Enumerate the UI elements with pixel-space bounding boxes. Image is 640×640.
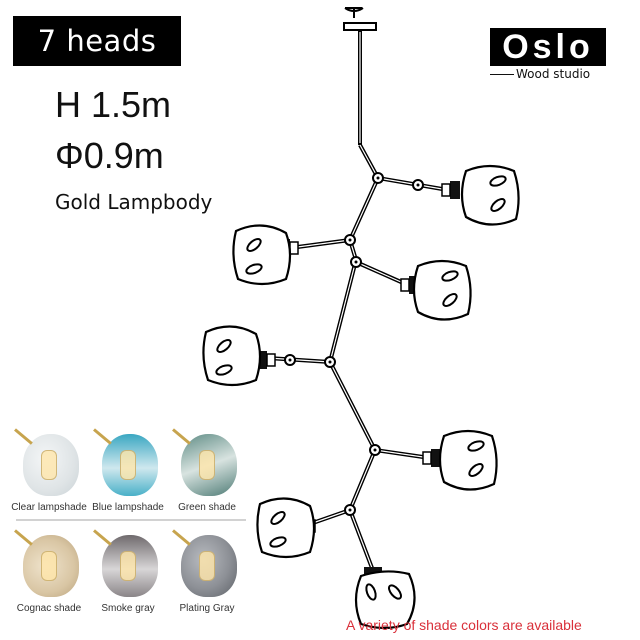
- globe-1: [441, 164, 520, 226]
- brass-rod: [14, 529, 33, 546]
- globe-6: [256, 497, 316, 559]
- shade-label: Green shade: [178, 502, 236, 513]
- shade-option-cognac: Cognac shade: [10, 529, 88, 614]
- bulb-icon: [120, 551, 136, 581]
- shade-image: [93, 428, 160, 498]
- height-spec: H 1.5m: [55, 84, 172, 125]
- bulb-icon: [199, 551, 215, 581]
- tagline-text: Wood studio: [516, 67, 591, 81]
- lampbody-finish-label: Gold Lampbody: [55, 190, 213, 214]
- shade-label: Cognac shade: [16, 603, 82, 614]
- shade-label: Smoke gray: [101, 603, 155, 614]
- globe-3: [400, 259, 472, 321]
- brass-rod: [93, 529, 112, 546]
- brand-tagline: Wood studio: [490, 67, 590, 81]
- shade-label: Blue lampshade: [92, 502, 164, 513]
- brass-rod: [172, 529, 191, 546]
- shade-option-smoke-gray: Smoke gray: [89, 529, 167, 614]
- shade-label: Clear lampshade: [11, 502, 87, 513]
- shade-image: [14, 529, 81, 599]
- shade-label: Plating Gray: [179, 603, 235, 614]
- shade-row-2: Cognac shade Smoke gray Plating Gray: [10, 529, 246, 614]
- brass-rod: [172, 428, 191, 445]
- brass-rod: [14, 428, 33, 445]
- shade-availability-note: A variety of shade colors are available: [346, 617, 582, 633]
- shade-color-options: Clear lampshade Blue lampshade Green sha…: [10, 428, 246, 614]
- bulb-icon: [199, 450, 215, 480]
- bulb-icon: [120, 450, 136, 480]
- shade-image: [172, 428, 239, 498]
- shade-row-divider: [16, 519, 246, 521]
- heads-count-badge: 7 heads: [13, 16, 181, 66]
- brand-logo: Oslo: [490, 28, 606, 66]
- shade-option-plating-gray: Plating Gray: [168, 529, 246, 614]
- diameter-spec: Φ0.9m: [55, 135, 164, 176]
- shade-option-clear: Clear lampshade: [10, 428, 88, 513]
- globe-4: [202, 325, 276, 387]
- shade-row-1: Clear lampshade Blue lampshade Green sha…: [10, 428, 246, 513]
- shade-image: [14, 428, 81, 498]
- bulb-icon: [41, 551, 57, 581]
- brass-rod: [93, 428, 112, 445]
- globe-5: [422, 429, 498, 491]
- shade-option-green: Green shade: [168, 428, 246, 513]
- tagline-rule: [490, 73, 514, 75]
- shade-image: [93, 529, 160, 599]
- globe-2: [232, 224, 299, 286]
- bulb-icon: [41, 450, 57, 480]
- ceiling-canopy: [343, 7, 377, 31]
- shade-image: [172, 529, 239, 599]
- shade-option-blue: Blue lampshade: [89, 428, 167, 513]
